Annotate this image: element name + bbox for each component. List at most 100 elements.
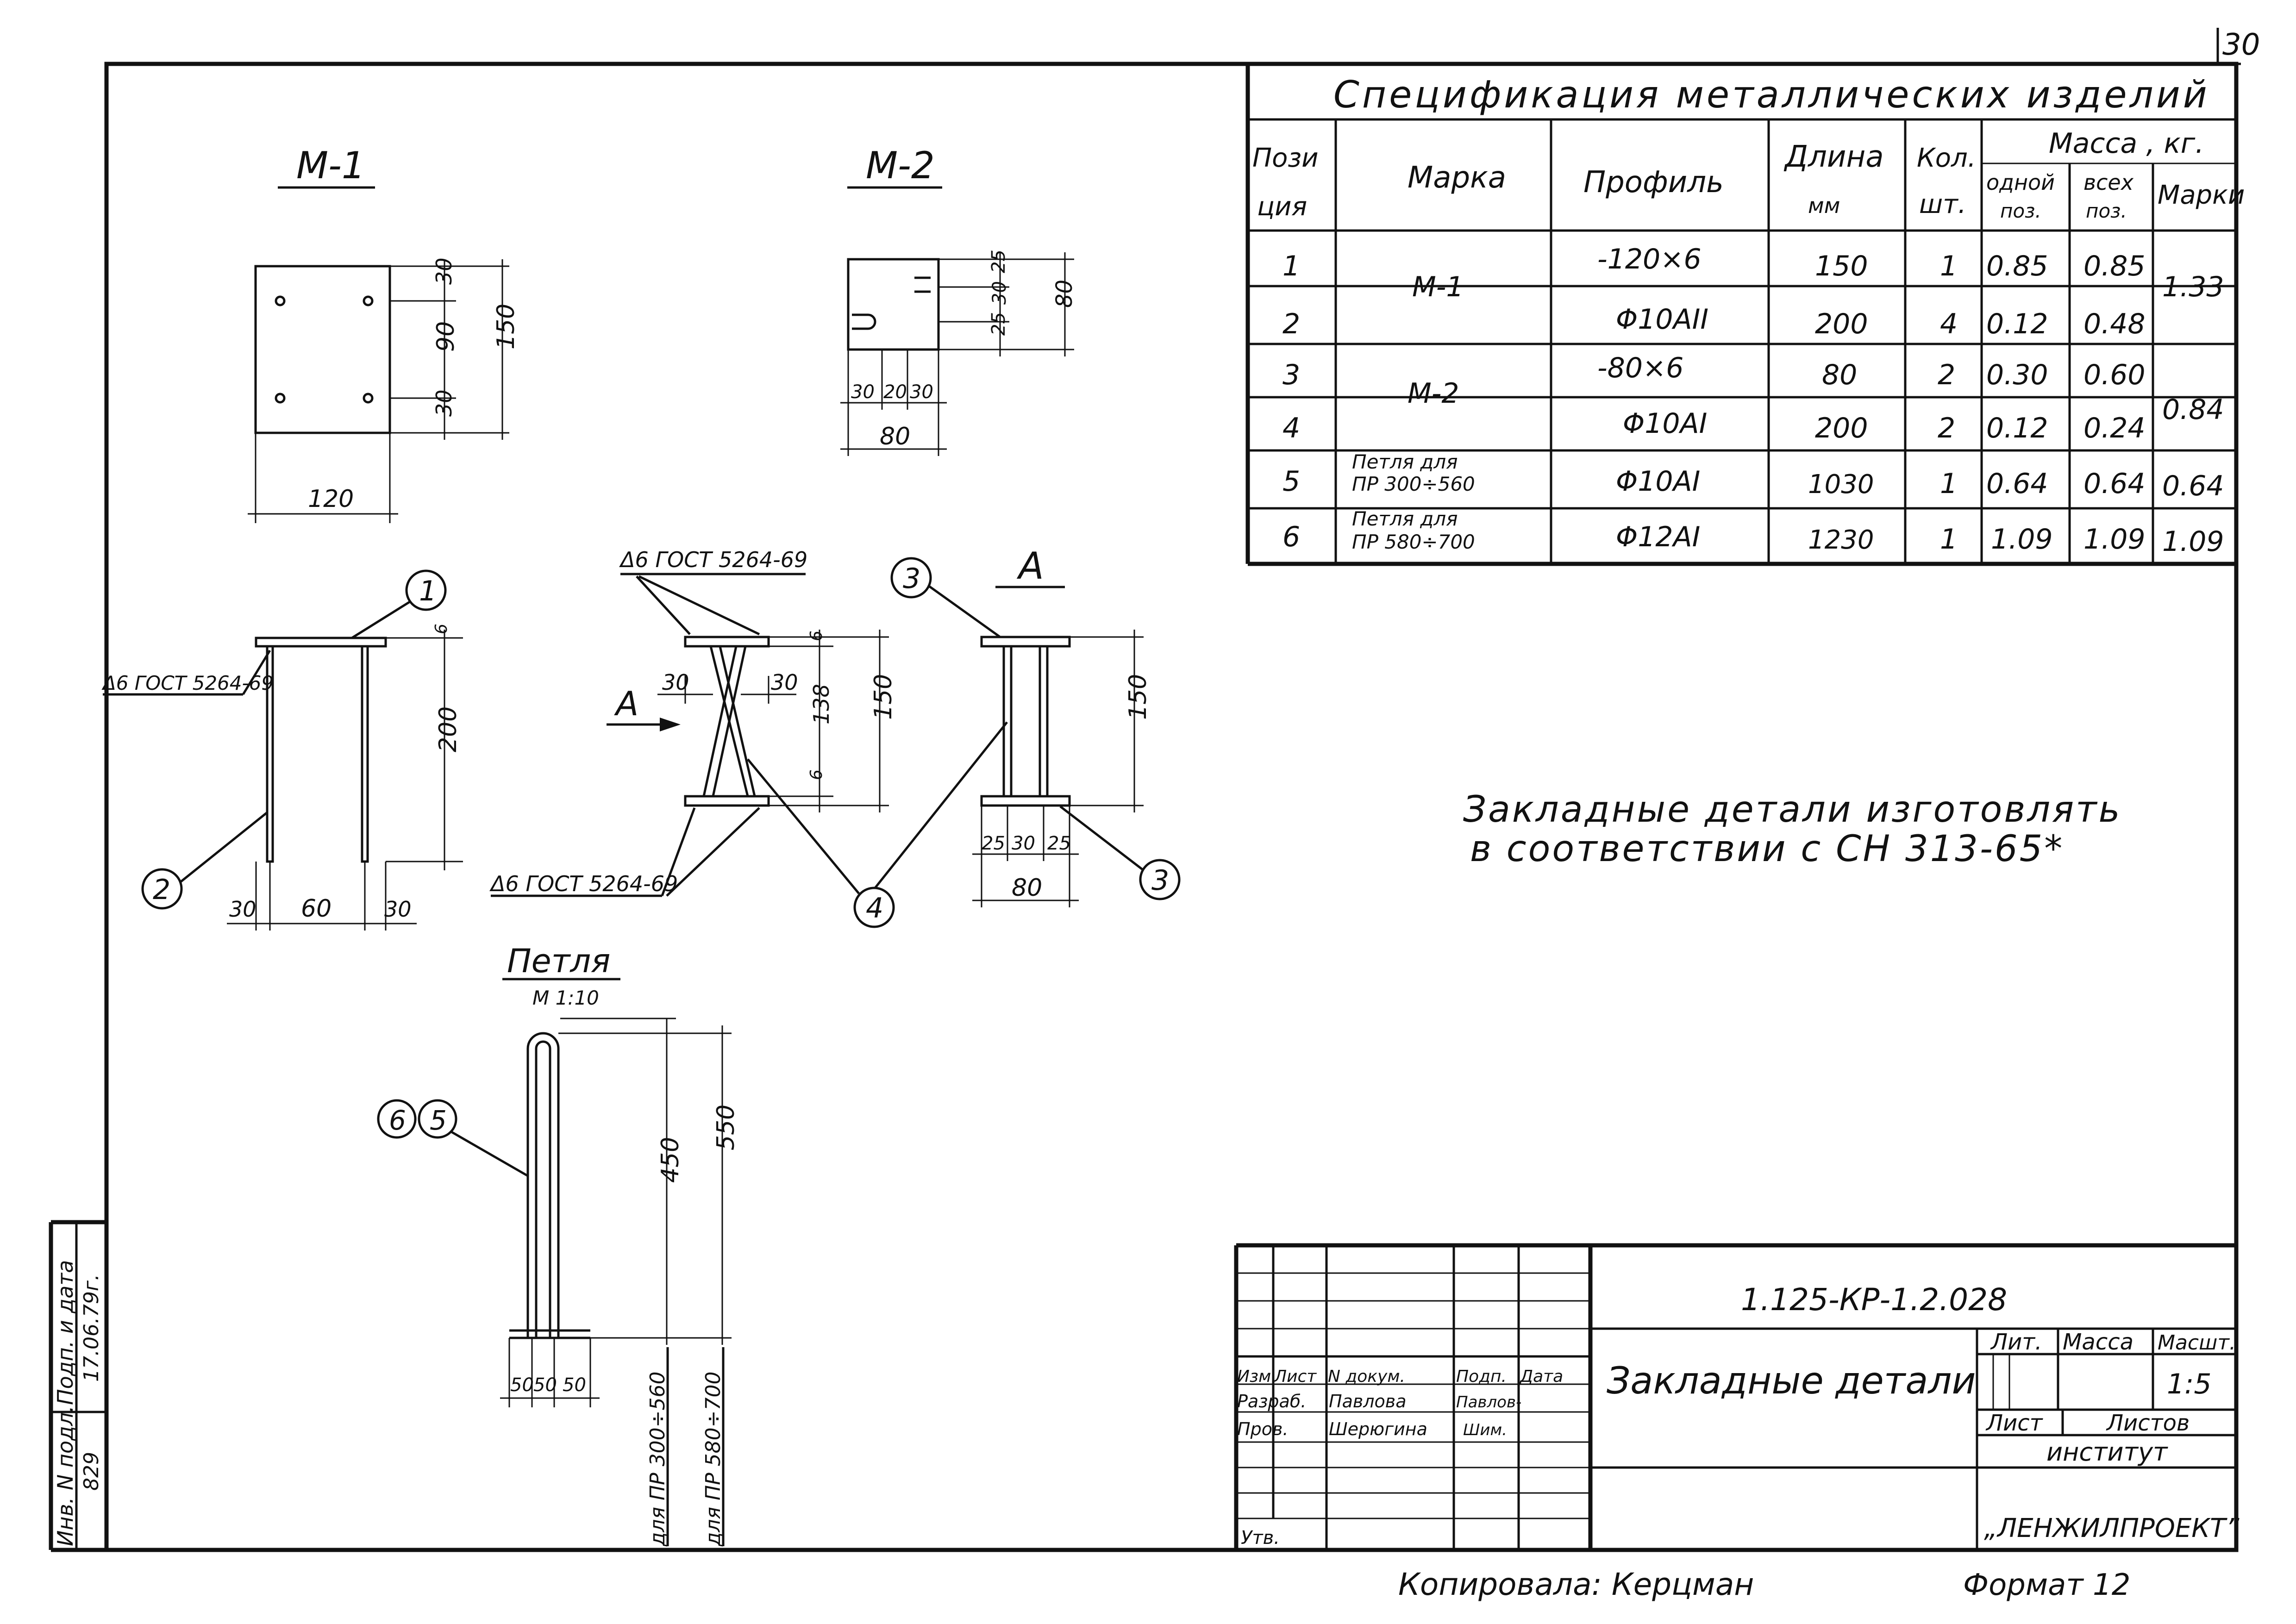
drawing-loop: Петля М 1:10 6 5 450 550 50 50 50 для ПР… xyxy=(377,942,740,1547)
callout-pos-3 xyxy=(890,557,932,599)
spec-mark: Петля для xyxy=(1352,450,1458,473)
m1-dim-top: 30 xyxy=(432,257,457,285)
m2-weld-bottom: Δ6 ГОСТ 5264-69 xyxy=(489,871,678,896)
tb-razrab: Разраб. xyxy=(1237,1391,1306,1412)
spec-row: 5 Φ10АI 1030 1 0.64 0.64 xyxy=(1283,465,2146,500)
tb-institute-1: институт xyxy=(2046,1437,2168,1467)
spec-cell-length: 80 xyxy=(1822,359,1857,391)
view-a-dim-w3: 25 xyxy=(1047,833,1071,854)
spec-cell-qty: 1 xyxy=(1940,468,1958,500)
spec-cell-profile: Φ10АI xyxy=(1623,407,1707,440)
spec-header-one-2: поз. xyxy=(2000,200,2041,222)
spec-row: 4 Φ10АI 200 2 0.12 0.24 xyxy=(1283,407,2146,444)
tb-col-date: Дата xyxy=(1519,1367,1563,1386)
tb-col-izm: Изм. xyxy=(1237,1367,1276,1386)
m2-dim-d1: 25 xyxy=(988,250,1009,273)
spec-cell-pos: 2 xyxy=(1283,308,1300,340)
note-line-2: в соответствии с СН 313-65* xyxy=(1470,828,2064,870)
spec-cell-length: 200 xyxy=(1815,308,1868,340)
tb-utv: Утв. xyxy=(1241,1527,1280,1549)
callout-pos-4 xyxy=(853,887,895,928)
spec-cell-pos: 5 xyxy=(1283,465,1300,498)
spec-mark: ПР 580÷700 xyxy=(1352,531,1475,553)
loop-dim-h1: 450 xyxy=(657,1137,684,1183)
stamp-sign-date-label: Подп. и дата xyxy=(53,1260,78,1405)
spec-row: 1 -120×6 150 1 0.85 0.85 xyxy=(1283,243,2146,282)
callout-6-label: 6 xyxy=(389,1105,406,1136)
m2-dim-width: 80 xyxy=(880,423,910,450)
m2-side-dim-t1: 6 xyxy=(807,631,826,641)
spec-cell-one: 1.09 xyxy=(1991,523,2053,556)
merge-cover xyxy=(2155,399,2234,448)
doc-name: Закладные детали xyxy=(1607,1359,1976,1402)
loop-for-1: для ПР 300÷560 xyxy=(646,1372,669,1547)
spec-header-marks: Марки xyxy=(2158,180,2245,210)
page-number: 30 xyxy=(2222,28,2260,62)
spec-mark-mass: 1.33 xyxy=(2162,271,2224,303)
tb-institute-2: „ЛЕНЖИЛПРОЕКТ” xyxy=(1984,1513,2240,1543)
spec-cell-qty: 2 xyxy=(1938,412,1955,444)
tb-col-list: Лист xyxy=(1273,1367,1317,1386)
spec-header-mass: Масса , кг. xyxy=(2049,127,2204,160)
m2-weld-top: Δ6 ГОСТ 5264-69 xyxy=(619,547,807,572)
callout-pos-5 xyxy=(418,1099,457,1139)
tb-mass: Масса xyxy=(2063,1329,2133,1355)
spec-header-qty-1: Кол. xyxy=(1917,143,1976,173)
specification-table xyxy=(1245,64,2238,566)
spec-header-all-1: всех xyxy=(2083,170,2134,195)
view-a-dim-height: 150 xyxy=(1124,674,1152,720)
tb-col-sign: Подп. xyxy=(1456,1367,1507,1386)
m2-side-dim-mid: 138 xyxy=(809,684,834,725)
view-a-dim-w1: 25 xyxy=(982,833,1005,854)
side-stamp: Инв. N подл. Подп. и дата 829 17.06.79г. xyxy=(49,1220,106,1552)
m1-dim-width: 120 xyxy=(308,485,354,513)
m2-dim-height: 80 xyxy=(1051,280,1077,308)
drawing-m2: М-2 25 30 25 80 30 20 30 80 xyxy=(840,144,1077,456)
spec-header-one-1: одной xyxy=(1986,170,2055,195)
m1-weld-note: Δ6 ГОСТ 5264-69 xyxy=(101,672,274,694)
note-line-1: Закладные детали изготовлять xyxy=(1463,789,2122,831)
m2-side-dim-r: 30 xyxy=(771,670,798,695)
tb-scale-label: Масшт. xyxy=(2158,1331,2236,1355)
spec-mark: ПР 300÷560 xyxy=(1352,473,1475,495)
view-a-dim-width: 80 xyxy=(1012,874,1042,902)
merge-cover xyxy=(1338,399,1549,448)
callout-5-label: 5 xyxy=(430,1105,447,1136)
callout-2-label: 2 xyxy=(153,874,170,906)
m2-title: М-2 xyxy=(866,144,935,187)
m2-side-dim-l: 30 xyxy=(662,670,689,695)
spec-cell-one: 0.64 xyxy=(1986,468,2048,500)
m2-side-dim-height: 150 xyxy=(870,674,897,720)
spec-title: Спецификация металлических изделий xyxy=(1333,73,2210,116)
spec-mark-mass: 1.09 xyxy=(2162,525,2224,558)
m1-side-dim-w3: 30 xyxy=(384,897,412,922)
m1-side-dim-w1: 30 xyxy=(229,897,257,922)
spec-header-qty-2: шт. xyxy=(1919,189,1966,219)
m1-dim-mid: 90 xyxy=(432,321,460,352)
m1-side-dim-w2: 60 xyxy=(301,895,332,923)
drawing-m2-side: Δ6 ГОСТ 5264-69 А 30 30 6 138 6 150 Δ6 Г… xyxy=(489,547,1008,928)
spec-header-mark: Марка xyxy=(1408,161,1506,195)
loop-title: Петля xyxy=(507,942,610,980)
callout-1-label: 1 xyxy=(419,575,437,607)
spec-cell-length: 200 xyxy=(1815,412,1868,444)
merge-cover xyxy=(2155,287,2234,342)
drawing-m1: М-1 30 90 30 150 120 xyxy=(248,144,520,523)
loop-dim-w1: 50 xyxy=(510,1374,534,1396)
doc-code: 1.125-КР-1.2.028 xyxy=(1741,1282,2007,1318)
spec-cell-one: 0.12 xyxy=(1986,412,2048,444)
spec-header-all-2: поз. xyxy=(2086,200,2127,222)
tb-sheets: Листов xyxy=(2106,1410,2190,1436)
callout-3b-label: 3 xyxy=(1151,864,1169,897)
spec-cell-all: 0.64 xyxy=(2083,468,2146,500)
spec-cell-pos: 1 xyxy=(1283,250,1300,282)
spec-cell-all: 0.48 xyxy=(2083,308,2146,340)
stamp-inv-value: 829 xyxy=(80,1452,103,1491)
callout-pos-2 xyxy=(141,868,183,910)
spec-cell-all: 1.09 xyxy=(2083,523,2146,556)
m2-dim-w3: 30 xyxy=(910,381,933,403)
m1-title: М-1 xyxy=(296,144,365,187)
drawing-m1-side: Δ6 ГОСТ 5264-69 1 2 6 200 30 60 30 xyxy=(101,569,463,931)
title-block: 1.125-КР-1.2.028 Закладные детали Лит. М… xyxy=(1234,1243,2240,1550)
spec-cell-profile: -80×6 xyxy=(1597,352,1683,384)
